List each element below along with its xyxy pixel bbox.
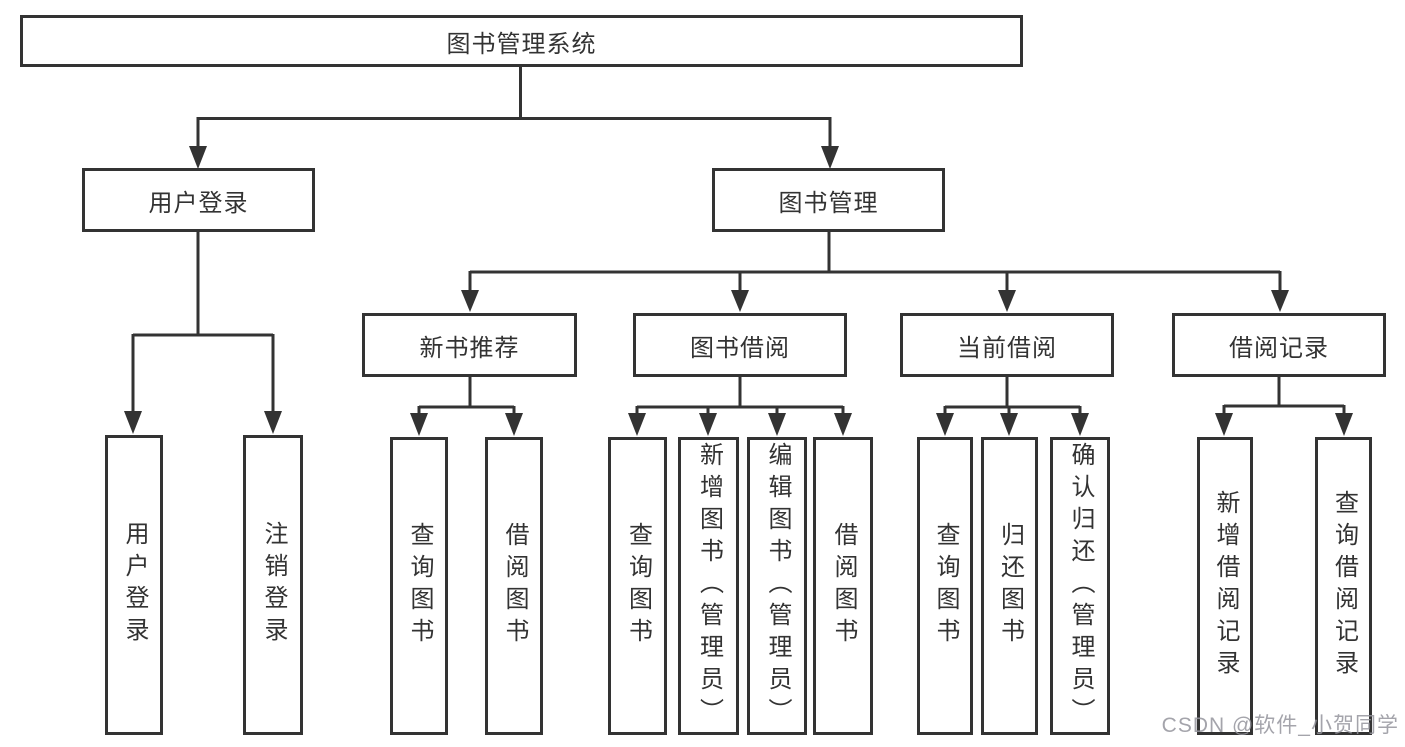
arrowhead-current-leaf-3 bbox=[1071, 413, 1089, 436]
leaf-records-add: 新增借阅记录 bbox=[1197, 437, 1253, 735]
leaf-label: 归还图书 bbox=[996, 522, 1024, 650]
leaf-records-query: 查询借阅记录 bbox=[1315, 437, 1372, 735]
arrowhead-current-leaf-2 bbox=[1000, 413, 1018, 436]
leaf-label: 新增借阅记录 bbox=[1212, 490, 1239, 682]
leaf-label: 查询图书 bbox=[406, 522, 433, 650]
arrowhead-current-leaf-1 bbox=[936, 413, 954, 436]
arrowhead-section-4 bbox=[1271, 290, 1289, 312]
leaf-borrow-edit-admin: 编辑图书（管理员） bbox=[747, 437, 807, 735]
node-user-login: 用户登录 bbox=[82, 168, 315, 232]
connector-mgmt-group bbox=[468, 232, 1282, 291]
node-label: 当前借阅 bbox=[957, 334, 1057, 362]
leaf-user-login: 用户登录 bbox=[105, 435, 163, 735]
leaf-label: 注销登录 bbox=[260, 521, 287, 649]
connector-borrow-group bbox=[635, 377, 845, 415]
leaf-borrow-book: 借阅图书 bbox=[813, 437, 873, 735]
leaf-label: 借阅图书 bbox=[501, 522, 528, 650]
leaf-label: 查询借阅记录 bbox=[1330, 490, 1358, 682]
arrowhead-section-2 bbox=[731, 290, 749, 312]
node-borrowing-records: 借阅记录 bbox=[1172, 313, 1386, 377]
leaf-borrow-add-admin: 新增图书（管理员） bbox=[678, 437, 739, 735]
leaf-label: 新增图书（管理员） bbox=[695, 442, 723, 730]
arrowhead-section-3 bbox=[998, 290, 1016, 312]
arrowhead-newbook-leaf-2 bbox=[505, 413, 523, 436]
leaf-logout: 注销登录 bbox=[243, 435, 303, 735]
leaf-newbook-query: 查询图书 bbox=[390, 437, 448, 735]
arrowhead-book-mgmt bbox=[821, 146, 839, 169]
leaf-label: 查询图书 bbox=[624, 522, 652, 650]
node-current-borrowing: 当前借阅 bbox=[900, 313, 1114, 377]
node-new-book-recommend: 新书推荐 bbox=[362, 313, 577, 377]
node-system-root: 图书管理系统 bbox=[20, 15, 1023, 67]
arrowhead-borrow-leaf-2 bbox=[699, 413, 717, 436]
node-label: 图书管理系统 bbox=[446, 30, 597, 58]
connector-root-stem bbox=[196, 67, 832, 148]
arrowhead-records-leaf-2 bbox=[1335, 413, 1353, 436]
csdn-watermark: CSDN @软件_小贺同学 bbox=[1161, 714, 1399, 737]
arrowhead-borrow-leaf-4 bbox=[834, 413, 852, 436]
node-label: 用户登录 bbox=[148, 189, 249, 217]
arrowhead-login-leaf-1 bbox=[124, 411, 142, 434]
node-book-borrowing: 图书借阅 bbox=[633, 313, 847, 377]
arrowhead-borrow-leaf-1 bbox=[628, 413, 646, 436]
connector-records-group bbox=[1222, 377, 1346, 415]
connector-newbook-group bbox=[417, 377, 516, 415]
leaf-newbook-borrow: 借阅图书 bbox=[485, 437, 543, 735]
leaf-label: 用户登录 bbox=[121, 521, 148, 649]
node-label: 图书借阅 bbox=[690, 334, 790, 362]
connector-current-group bbox=[943, 377, 1082, 415]
leaf-current-confirm-admin: 确认归还（管理员） bbox=[1050, 437, 1110, 735]
leaf-label: 编辑图书（管理员） bbox=[764, 442, 791, 730]
leaf-current-query: 查询图书 bbox=[917, 437, 973, 735]
arrowhead-records-leaf-1 bbox=[1215, 413, 1233, 436]
arrowhead-newbook-leaf-1 bbox=[410, 413, 428, 436]
arrowhead-section-1 bbox=[461, 290, 479, 312]
arrowhead-borrow-leaf-3 bbox=[768, 413, 786, 436]
leaf-label: 确认归还（管理员） bbox=[1067, 442, 1094, 730]
node-label: 图书管理 bbox=[778, 189, 879, 217]
connector-login-group bbox=[131, 232, 275, 413]
leaf-borrow-query: 查询图书 bbox=[608, 437, 667, 735]
leaf-label: 借阅图书 bbox=[830, 522, 857, 650]
node-label: 借阅记录 bbox=[1229, 334, 1329, 362]
leaf-current-return: 归还图书 bbox=[981, 437, 1038, 735]
arrowhead-user-login bbox=[189, 146, 207, 169]
node-book-management: 图书管理 bbox=[712, 168, 945, 232]
node-label: 新书推荐 bbox=[419, 334, 520, 362]
arrowhead-login-leaf-2 bbox=[264, 411, 282, 434]
leaf-label: 查询图书 bbox=[932, 522, 959, 650]
